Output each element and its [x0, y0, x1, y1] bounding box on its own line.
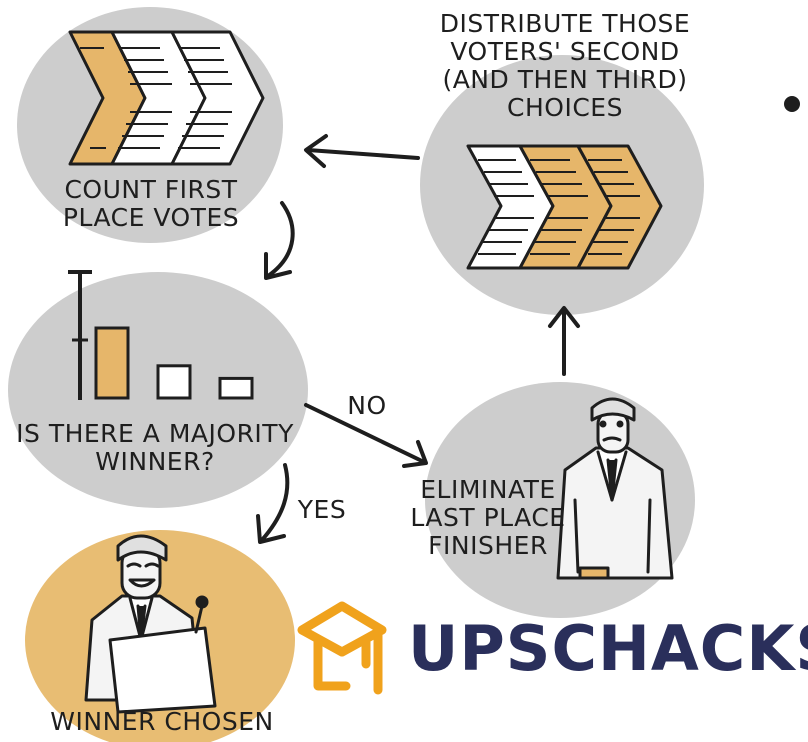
edge-label-yes: YES	[297, 495, 347, 524]
arrow-eliminate-to-distribute	[548, 306, 580, 376]
folded-ballot-redistributed-icon	[466, 144, 663, 270]
eliminated-candidate-icon	[556, 397, 674, 580]
arrow-majority-to-winner	[256, 463, 290, 544]
winning-candidate-icon	[84, 534, 217, 714]
bullet-dot	[784, 96, 800, 112]
bar-chart-icon	[68, 270, 254, 400]
folded-ballot-first-choice-icon	[68, 30, 265, 166]
arrow-majority-to-eliminate	[304, 403, 428, 468]
step-winner-chosen: WINNER CHOSEN	[50, 707, 274, 736]
bar-1	[94, 326, 130, 400]
brand-wordmark: UPSCHACKS	[408, 612, 808, 685]
bar-3	[218, 376, 254, 400]
arrow-count-to-majority	[264, 201, 295, 280]
graduation-cap-logo-icon	[297, 601, 387, 695]
arrow-distribute-to-count	[304, 134, 420, 168]
edge-label-no: NO	[347, 391, 387, 420]
bar-2	[156, 364, 192, 400]
